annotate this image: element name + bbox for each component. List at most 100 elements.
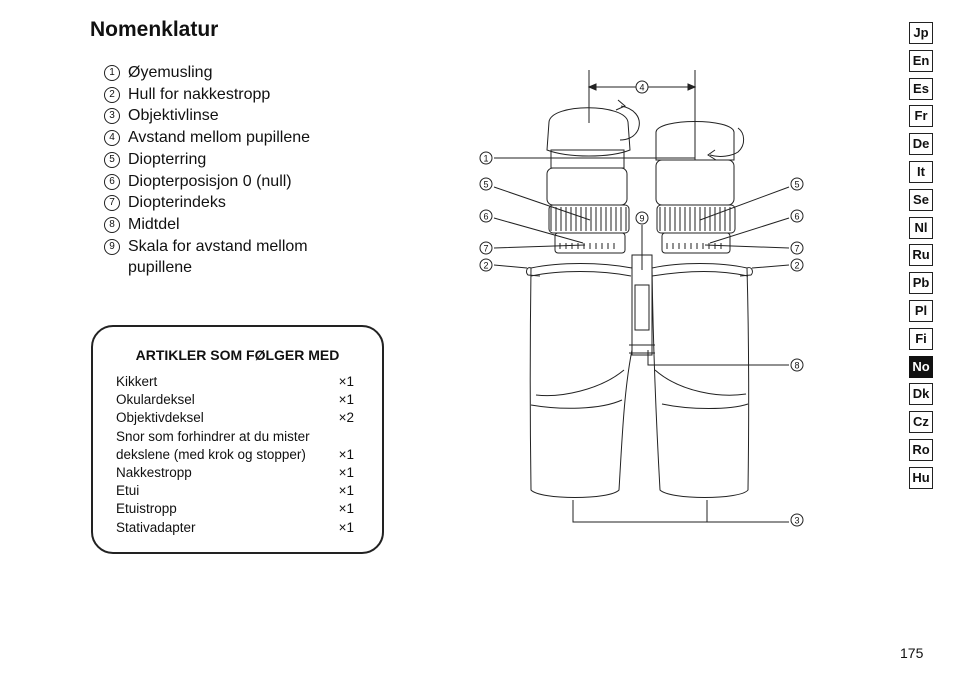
language-tab-ru[interactable]: Ru	[909, 244, 933, 267]
list-item: 1 Øyemusling	[104, 62, 338, 84]
item-qty: ×1	[338, 519, 354, 535]
language-tab-en[interactable]: En	[909, 49, 933, 72]
callout-2-right: 2	[790, 258, 804, 272]
callout-2-left: 2	[479, 258, 493, 272]
item-label: Midtdel	[128, 215, 180, 233]
language-tab-cz[interactable]: Cz	[909, 411, 933, 434]
callout-5-label: 5	[483, 180, 488, 190]
item-name: Okulardeksel	[116, 392, 195, 408]
list-item: 5 Diopterring	[104, 149, 338, 171]
callout-4: 4	[635, 80, 649, 94]
item-number: 1	[104, 65, 120, 81]
list-item: 8 Midtdel	[104, 214, 338, 236]
language-tab-se[interactable]: Se	[909, 188, 933, 211]
callout-7-right: 7	[790, 241, 804, 255]
item-label: Diopterindeks	[128, 194, 226, 212]
callout-6-right: 6	[790, 209, 804, 223]
callout-7-label: 7	[483, 244, 488, 254]
callout-lines	[493, 70, 790, 523]
list-item: Kikkert ×1	[116, 373, 354, 391]
accessories-title: ARTIKLER SOM FØLGER MED	[135, 347, 340, 363]
list-item: 3 Objektivlinse	[104, 105, 338, 127]
language-tab-es[interactable]: Es	[909, 77, 933, 100]
item-name: Kikkert	[116, 374, 158, 389]
item-number: 3	[104, 108, 120, 125]
callout-2-label: 2	[483, 261, 488, 271]
list-item: Snor som forhindrer at du mister	[116, 428, 354, 446]
language-tab-nl[interactable]: Nl	[909, 216, 933, 239]
language-tab-pl[interactable]: Pl	[909, 299, 933, 322]
callout-2-label: 2	[794, 261, 799, 271]
left-barrel	[526, 99, 640, 498]
item-qty: ×1	[338, 392, 354, 408]
callout-8: 8	[790, 358, 804, 372]
list-item: 4 Avstand mellom pupillene	[104, 127, 338, 149]
item-number: 7	[104, 195, 120, 212]
list-item: Stativadapter ×1	[116, 519, 354, 537]
list-item: Nakkestropp×1	[116, 464, 354, 482]
list-item: Etui ×1	[116, 482, 354, 500]
language-tab-hu[interactable]: Hu	[909, 466, 933, 489]
callout-7-left: 7	[479, 241, 493, 255]
callouts: 4 1 5 5 6 9 6 7 7 2 2 8 3	[479, 80, 804, 527]
item-number: 2	[104, 86, 120, 103]
callout-7-label: 7	[794, 244, 799, 254]
nomenclature-list: 1 Øyemusling 2 Hull for nakkestropp 3 Objek…	[104, 62, 338, 279]
language-tab-it[interactable]: It	[909, 160, 933, 183]
item-qty: ×1	[338, 446, 354, 462]
item-name: Objektivdeksel	[116, 410, 204, 426]
item-label: Diopterposisjon 0 (null)	[128, 172, 292, 190]
item-name: Nakkestropp	[116, 465, 192, 481]
item-qty: ×1	[338, 501, 354, 517]
item-label: Øyemusling	[128, 64, 213, 81]
language-tab-no[interactable]: No	[909, 355, 933, 378]
language-tab-ro[interactable]: Ro	[909, 438, 933, 461]
accessories-list: Kikkert×1 Okulardeksel×1 Objektivdeksel×…	[116, 373, 354, 537]
callout-4-label: 4	[639, 83, 644, 93]
item-number: 5	[104, 151, 120, 168]
callout-3-label: 3	[794, 516, 799, 526]
language-tab-dk[interactable]: Dk	[909, 383, 933, 406]
list-item: Okulardeksel ×1	[116, 391, 354, 409]
callout-6-label: 6	[483, 212, 488, 222]
list-item: Objektivdeksel×2	[116, 409, 354, 427]
item-label: Diopterring	[128, 150, 207, 168]
item-number: 6	[104, 173, 120, 190]
binocular-diagram: 4 1 5 5 6 9 6 7 7 2 2 8 3	[479, 70, 804, 527]
right-barrel	[651, 121, 753, 498]
item-qty: ×1	[338, 374, 354, 389]
item-label: Skala for avstand mellom pupillene	[128, 237, 308, 277]
language-tab-pb[interactable]: Pb	[909, 272, 933, 295]
language-tab-jp[interactable]: Jp	[909, 22, 933, 44]
list-item: 6 Diopterposisjon 0 (null)	[104, 171, 338, 193]
list-item: 7 Diopterindeks	[104, 192, 338, 214]
callout-1: 1	[479, 151, 493, 165]
item-number: 8	[104, 216, 120, 233]
page-title: Nomenklatur	[90, 18, 219, 41]
callout-9: 9	[635, 211, 649, 225]
item-number: 4	[104, 130, 120, 147]
callout-9-label: 9	[639, 214, 644, 224]
language-tab-fi[interactable]: Fi	[909, 327, 933, 350]
accessories-box: ARTIKLER SOM FØLGER MED Kikkert ×1 Okular…	[91, 325, 384, 554]
item-name: Snor som forhindrer at du mister	[116, 428, 310, 444]
callout-1-label: 1	[483, 154, 488, 164]
item-name: Etuistropp	[116, 501, 177, 517]
item-name: Stativadapter	[116, 519, 196, 535]
item-qty: ×1	[338, 483, 354, 499]
callout-3: 3	[790, 513, 804, 527]
callout-8-label: 8	[794, 361, 799, 371]
language-tab-fr[interactable]: Fr	[909, 105, 933, 128]
language-tabs: Jp En Es Fr De It Se Nl Ru Pb Pl Fi No D…	[909, 22, 935, 495]
item-label: Avstand mellom pupillene	[128, 129, 311, 147]
callout-5-label: 5	[794, 180, 799, 190]
item-label: Hull for nakkestropp	[128, 85, 271, 103]
callout-5-right: 5	[790, 177, 804, 191]
item-name: Etui	[116, 483, 140, 499]
list-item: 2 Hull for nakkestropp	[104, 84, 338, 106]
callout-5-left: 5	[479, 177, 493, 191]
list-item: Etuistropp ×1	[116, 500, 354, 518]
language-tab-de[interactable]: De	[909, 133, 933, 156]
item-label: Objektivlinse	[128, 107, 219, 125]
